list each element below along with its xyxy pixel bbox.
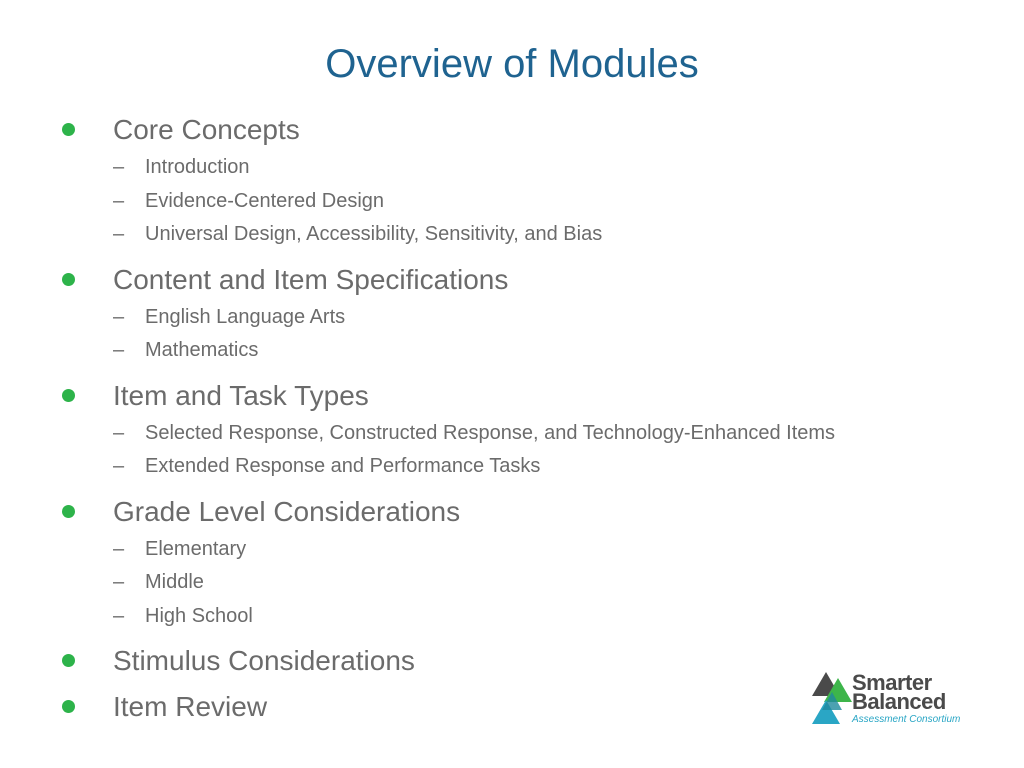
submodule-item: –High School — [113, 600, 962, 634]
module-item: Item and Task Types –Selected Response, C… — [62, 378, 962, 484]
module-item: Item Review — [62, 689, 962, 725]
module-item: Core Concepts–Introduction–Evidence-Cent… — [62, 112, 962, 252]
dash-marker: – — [113, 339, 125, 361]
module-label: Item and Task Types — [113, 379, 369, 411]
module-item: Grade Level Considerations–Elementary–Mi… — [62, 494, 962, 634]
submodule-item: –Selected Response, Constructed Response… — [113, 417, 962, 451]
bullet-dot-icon — [62, 388, 75, 402]
submodule-item: –Evidence-Centered Design — [113, 185, 962, 219]
submodule-label: Selected Response, Constructed Response,… — [145, 421, 836, 444]
module-list: Core Concepts–Introduction–Evidence-Cent… — [62, 112, 962, 725]
logo-word-smarter: Smarter — [852, 670, 932, 695]
submodule-item: –Introduction — [113, 151, 962, 185]
module-label: Content and Item Specifications — [113, 263, 509, 295]
submodule-label: Universal Design, Accessibility, Sensiti… — [145, 223, 603, 245]
dash-marker: – — [113, 455, 125, 477]
submodule-label: English Language Arts — [145, 305, 346, 328]
submodule-list: –English Language Arts–Mathematics — [113, 301, 962, 368]
submodule-label: Introduction — [145, 156, 250, 178]
smarter-balanced-triangles-icon — [812, 672, 852, 724]
submodule-label: Mathematics — [145, 339, 259, 361]
submodule-label: Elementary — [145, 537, 247, 560]
dash-marker: – — [113, 305, 125, 328]
submodule-item: –Middle — [113, 566, 962, 600]
module-label: Grade Level Considerations — [113, 495, 461, 527]
module-label: Core Concepts — [113, 114, 300, 145]
bullet-dot-icon — [62, 504, 75, 518]
submodule-label: Middle — [145, 571, 204, 593]
smarter-balanced-logo: Smarter Balanced Assessment Consortium — [812, 670, 982, 730]
dash-marker: – — [113, 537, 125, 560]
submodule-label: Extended Response and Performance Tasks — [145, 455, 541, 477]
bullet-dot-icon — [62, 654, 75, 667]
bullet-dot-icon — [62, 123, 75, 136]
submodule-item: –Extended Response and Performance Tasks — [113, 450, 962, 484]
submodule-list: –Elementary–Middle–High School — [113, 533, 962, 634]
submodule-item: –Elementary — [113, 533, 962, 567]
dash-marker: – — [113, 189, 125, 212]
submodule-item: –Mathematics — [113, 334, 962, 368]
slide-title: Overview of Modules — [325, 42, 699, 86]
dash-marker: – — [113, 571, 125, 593]
bullet-dot-icon — [62, 700, 75, 713]
submodule-item: –English Language Arts — [113, 301, 962, 335]
module-label: Stimulus Considerations — [113, 645, 415, 676]
dash-marker: – — [113, 421, 125, 444]
module-item: Content and Item Specifications –English … — [62, 262, 962, 368]
submodule-item: –Universal Design, Accessibility, Sensit… — [113, 218, 962, 252]
logo-word-balanced: Balanced — [852, 689, 946, 714]
submodule-list: –Selected Response, Constructed Response… — [113, 417, 962, 484]
dash-marker: – — [113, 156, 125, 178]
dash-marker: – — [113, 604, 125, 627]
submodule-label: Evidence-Centered Design — [145, 189, 385, 212]
bullet-dot-icon — [62, 272, 75, 286]
module-label: Item Review — [113, 691, 268, 722]
dash-marker: – — [113, 223, 125, 245]
module-item: Stimulus Considerations — [62, 643, 962, 679]
logo-tagline: Assessment Consortium — [852, 714, 961, 725]
submodule-label: High School — [145, 604, 253, 627]
submodule-list: –Introduction–Evidence-Centered Design–U… — [113, 151, 962, 252]
